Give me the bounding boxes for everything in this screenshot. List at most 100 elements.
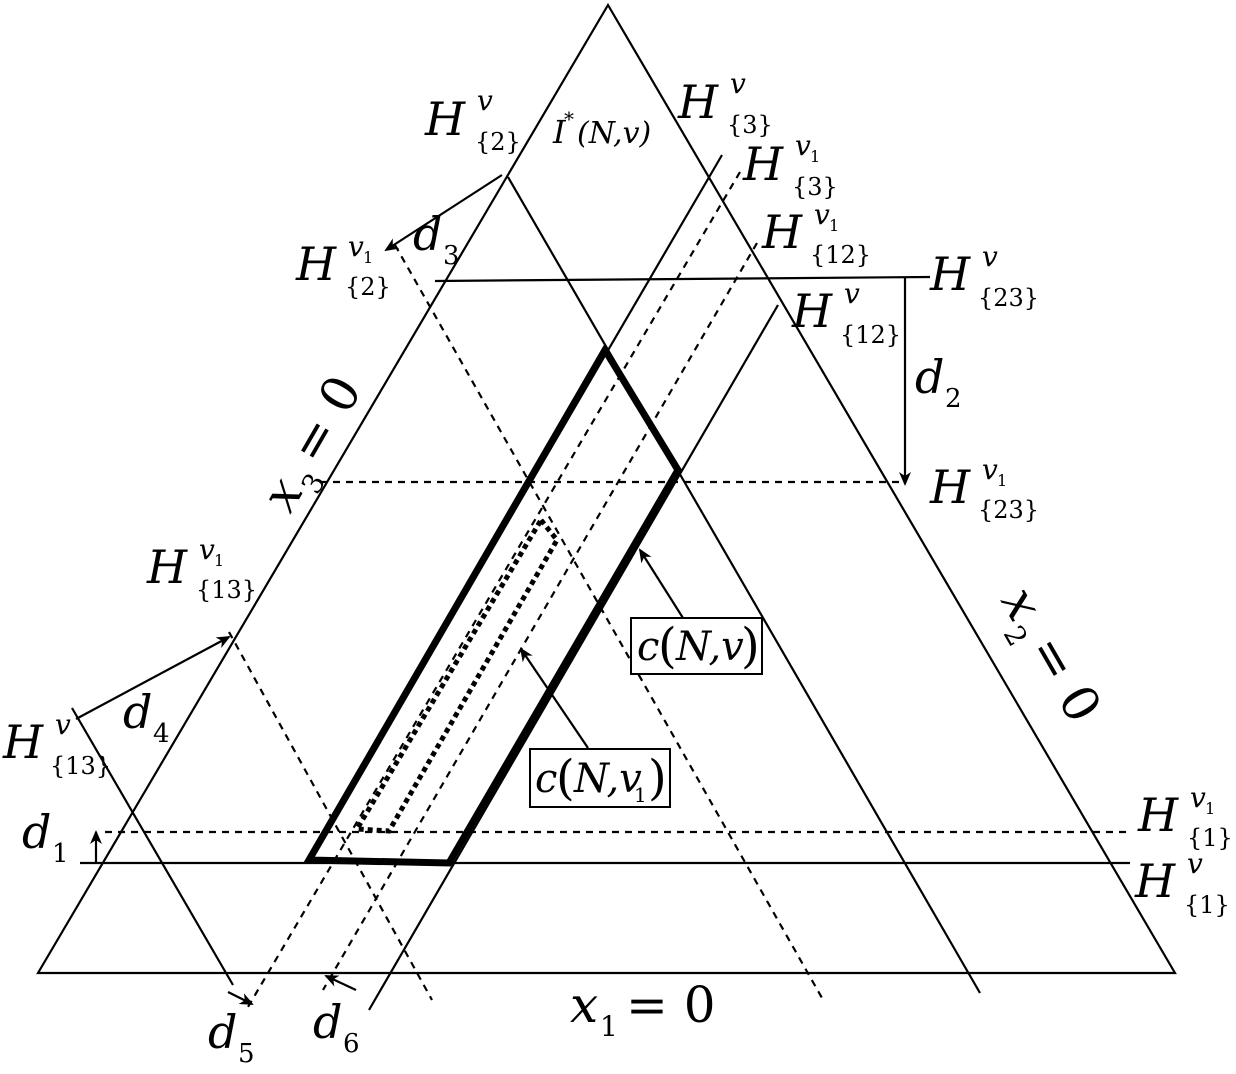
svg-text:(: ( [556,750,575,806]
svg-text:H: H [929,460,971,514]
label-d1: d 1 [22,805,69,869]
label-H12-v1: H v 1 {12} [761,198,871,269]
svg-text:N,v: N,v [675,624,744,670]
line-H12-v1 [322,242,758,991]
svg-text:H: H [424,92,466,146]
svg-text:v: v [1187,847,1203,880]
svg-text:d: d [413,207,442,261]
svg-text:{1}: {1} [1184,891,1230,919]
label-H1-v1: H v 1 {1} [1137,781,1233,852]
svg-text:3: 3 [443,241,460,271]
svg-text:{23}: {23} [978,496,1039,524]
label-box-c-N-v: c ( N,v ) [630,617,763,675]
line-H13-v [71,707,234,986]
svg-text:{12}: {12} [810,241,871,269]
svg-text:(N,v): (N,v) [577,116,651,151]
label-x1-eq-0: x 1 = 0 [570,976,716,1043]
svg-text:v: v [1190,781,1206,814]
svg-text:v: v [55,708,71,741]
svg-text:v: v [795,129,811,162]
svg-text:= 0: = 0 [626,976,716,1034]
svg-text:H: H [742,137,784,191]
arrow-d5 [227,991,254,1005]
line-H12-v [368,304,779,1011]
svg-text:v: v [982,240,998,273]
svg-text:v: v [348,230,364,263]
svg-text:H: H [146,540,188,594]
label-H3-v1: H v 1 {3} [742,129,838,201]
svg-text:{23}: {23} [978,284,1039,312]
label-d4: d 4 [123,685,170,749]
svg-text:*: * [564,107,574,131]
arrow-d6 [324,975,357,991]
svg-text:H: H [761,205,803,259]
arrow-c-N-v [638,548,684,619]
svg-text:{3}: {3} [727,111,773,139]
line-H2-v1 [394,244,823,999]
svg-text:5: 5 [238,1039,255,1069]
label-d3: d 3 [413,207,460,271]
outer-simplex-triangle [36,2,1177,975]
svg-text:H: H [929,247,971,301]
svg-text:H: H [295,237,337,291]
label-H23-v: H v {23} [929,240,1039,312]
svg-text:{13}: {13} [196,576,257,604]
svg-text:1: 1 [600,1010,618,1043]
label-d2: d 2 [915,350,962,414]
line-H23-v [434,275,931,283]
label-x2-eq-0: x 2 = 0 [990,577,1113,732]
svg-text:{12}: {12} [840,321,901,349]
svg-text:): ) [741,618,760,674]
svg-text:= 0: = 0 [1018,625,1113,732]
svg-text:d: d [22,805,51,859]
line-H3-v1 [244,171,741,1013]
svg-text:H: H [677,75,719,129]
arrow-c-N-v1 [519,647,589,749]
label-H2-v: H v {2} [424,84,521,156]
svg-text:v: v [477,84,493,117]
svg-text:c: c [535,756,557,802]
svg-text:1: 1 [214,551,224,570]
svg-text:1: 1 [829,216,839,235]
svg-text:1: 1 [1205,799,1215,818]
svg-text:v: v [814,198,830,231]
svg-text:H: H [1137,788,1179,842]
svg-text:{2}: {2} [475,128,521,156]
arrow-d4 [75,636,231,720]
svg-text:d: d [208,1005,237,1059]
label-I-star: I * (N,v) [552,107,651,151]
svg-text:{2}: {2} [345,273,391,301]
svg-text:H: H [791,284,833,338]
svg-text:): ) [648,750,667,806]
svg-text:I: I [552,113,567,151]
label-H23-v1: H v 1 {23} [929,453,1039,524]
svg-text:H: H [1134,854,1176,908]
svg-text:H: H [2,715,44,769]
label-H13-v1: H v 1 {13} [146,533,257,604]
svg-text:1: 1 [52,839,69,869]
svg-text:6: 6 [343,1029,360,1059]
label-H3-v: H v {3} [677,67,773,139]
arrow-d3 [384,174,503,252]
svg-text:{1}: {1} [1187,824,1233,852]
svg-text:2: 2 [945,384,962,414]
label-H2-v1: H v 1 {2} [295,230,391,301]
svg-text:1: 1 [810,147,820,166]
svg-text:c: c [637,624,659,670]
svg-text:d: d [313,995,342,1049]
label-H13-v: H v {13} [2,708,111,780]
svg-text:{3}: {3} [792,173,838,201]
svg-text:N,v: N,v [573,756,642,802]
label-H12-v: H v {12} [791,277,901,349]
line-H2-v [507,176,981,994]
svg-text:(: ( [658,618,677,674]
svg-text:v: v [844,277,860,310]
label-d5: d 5 [208,1005,255,1069]
svg-text:4: 4 [153,719,170,749]
svg-text:d: d [915,350,944,404]
svg-text:1: 1 [363,248,373,267]
svg-text:1: 1 [997,471,1007,490]
label-d6: d 6 [313,995,360,1059]
label-H1-v: H v {1} [1134,847,1230,919]
svg-text:= 0: = 0 [278,366,373,473]
